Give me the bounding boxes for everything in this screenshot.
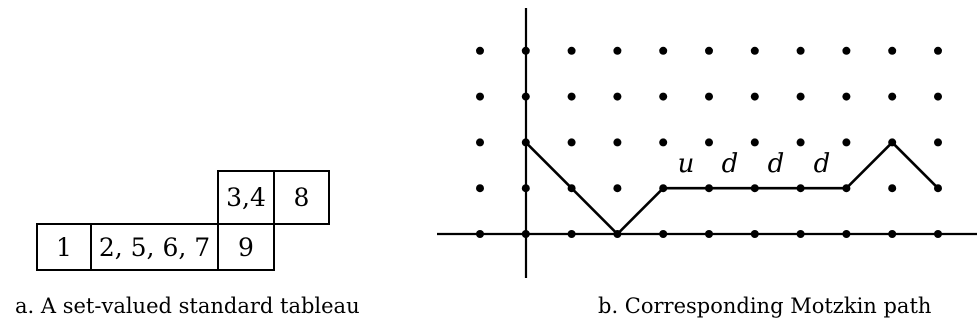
tableau-cell-1-text: 1 bbox=[56, 233, 72, 262]
lattice-dot bbox=[705, 138, 713, 147]
tableau-cell-5-text: 8 bbox=[294, 183, 310, 212]
lattice-dot bbox=[888, 46, 897, 55]
lattice-dot bbox=[842, 46, 851, 55]
tableau-panel: 1 2, 5, 6, 7 9 3,4 8 bbox=[36, 170, 330, 271]
lattice-dot bbox=[796, 138, 805, 147]
lattice-dot bbox=[888, 230, 897, 238]
tableau-cell-2-text: 2, 5, 6, 7 bbox=[99, 233, 210, 262]
lattice-dot bbox=[705, 92, 713, 101]
lattice-dot bbox=[567, 46, 576, 55]
lattice-dot bbox=[750, 138, 759, 147]
lattice-dot bbox=[659, 138, 668, 147]
lattice-dot bbox=[934, 138, 942, 147]
lattice-dot bbox=[934, 230, 942, 238]
lattice-dot bbox=[705, 230, 713, 238]
lattice-dot bbox=[476, 92, 484, 101]
lattice-dot bbox=[888, 184, 897, 193]
caption-right: b. Corresponding Motzkin path bbox=[598, 294, 931, 318]
tableau-cell-5 bbox=[273, 170, 330, 225]
lattice-dot bbox=[705, 46, 713, 55]
lattice-dot bbox=[659, 230, 668, 238]
step-label-4: d bbox=[814, 149, 831, 179]
lattice-dot bbox=[750, 92, 759, 101]
lattice-dot bbox=[796, 46, 805, 55]
lattice-dot bbox=[567, 92, 576, 101]
lattice-dot bbox=[613, 92, 622, 101]
lattice-dot bbox=[842, 138, 851, 147]
lattice-dot bbox=[934, 46, 942, 55]
step-label-1: u bbox=[678, 149, 695, 179]
motzkin-path-line bbox=[524, 140, 939, 236]
lattice-dot bbox=[476, 138, 484, 147]
lattice-dot bbox=[659, 46, 668, 55]
step-label-2: d bbox=[722, 149, 739, 179]
lattice-dot bbox=[750, 46, 759, 55]
motzkin-panel: u d d d bbox=[437, 8, 977, 278]
lattice-dot bbox=[476, 184, 484, 193]
lattice-dot bbox=[476, 46, 484, 55]
lattice-dot bbox=[521, 46, 530, 55]
lattice-dot bbox=[934, 92, 942, 101]
lattice-dot bbox=[521, 230, 530, 238]
lattice-dot bbox=[567, 138, 576, 147]
tableau-cell-4-text: 3,4 bbox=[226, 183, 266, 212]
lattice-dot bbox=[750, 230, 759, 238]
lattice-dot bbox=[613, 46, 622, 55]
lattice-dot bbox=[567, 230, 576, 238]
lattice-dot bbox=[521, 184, 530, 193]
lattice-dot bbox=[659, 92, 668, 101]
lattice-dot bbox=[888, 92, 897, 101]
lattice-dot bbox=[613, 138, 622, 147]
caption-left: a. A set-valued standard tableau bbox=[15, 294, 360, 318]
tableau-cell-3-text: 9 bbox=[238, 233, 254, 262]
lattice-dot bbox=[521, 92, 530, 101]
lattice-dot bbox=[613, 184, 622, 193]
lattice-dot bbox=[476, 230, 484, 238]
lattice-dot bbox=[842, 92, 851, 101]
lattice-dot bbox=[842, 230, 851, 238]
lattice-dot bbox=[796, 92, 805, 101]
lattice-points bbox=[476, 46, 942, 238]
step-label-3: d bbox=[768, 149, 785, 179]
lattice-dot bbox=[796, 230, 805, 238]
